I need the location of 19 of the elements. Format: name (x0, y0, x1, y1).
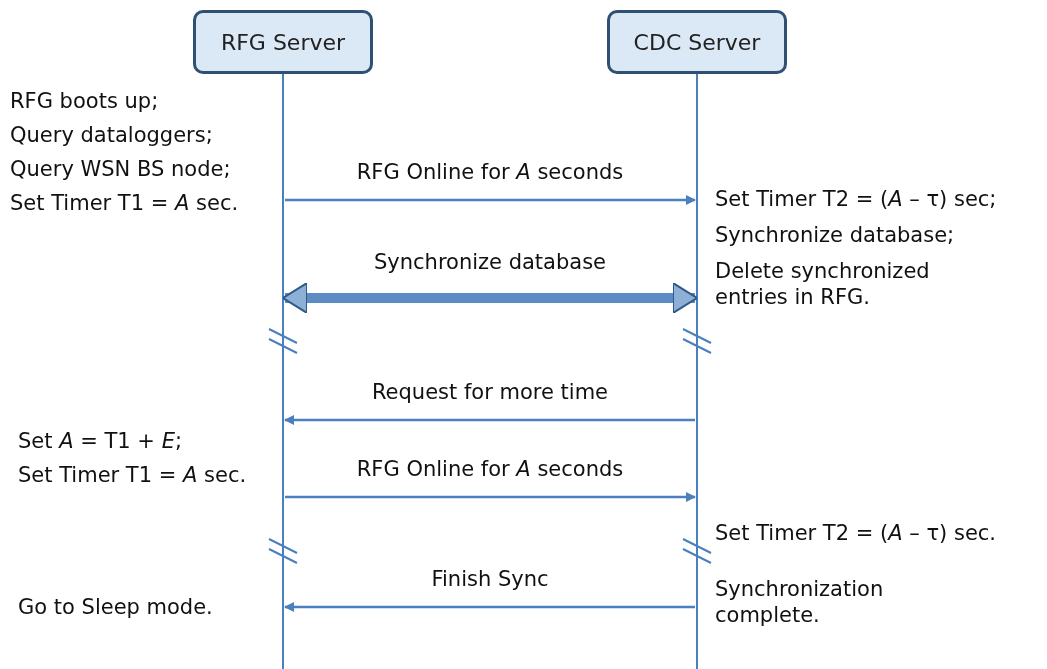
participant-box: CDC Server (607, 10, 787, 74)
participant-box: RFG Server (193, 10, 373, 74)
double-arrow (282, 282, 698, 314)
arrow (285, 492, 696, 502)
note-text: RFG boots up; (10, 88, 160, 114)
note-text: Set Timer T1 = A sec. (10, 190, 240, 216)
note-text: Go to Sleep mode. (18, 594, 214, 620)
note-text: Synchronize database; (715, 222, 956, 248)
note-text: Delete synchronized entries in RFG. (715, 258, 931, 310)
arrow (285, 195, 696, 205)
note-text: Set Timer T2 = (A – τ) sec; (715, 186, 998, 212)
arrow (284, 415, 695, 425)
note-text: Set Timer T2 = (A – τ) sec. (715, 520, 998, 546)
note-text: Set Timer T1 = A sec. (18, 462, 248, 488)
note-text: Set A = T1 + E; (18, 428, 183, 454)
note-text: Query WSN BS node; (10, 156, 232, 182)
arrow (284, 602, 695, 612)
note-text: Synchronization complete. (715, 576, 885, 628)
note-text: Query dataloggers; (10, 122, 214, 148)
